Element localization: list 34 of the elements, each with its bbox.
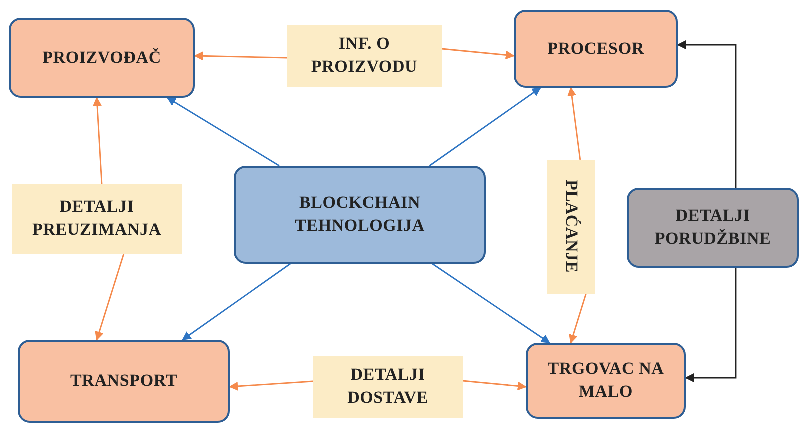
box-label: BLOCKCHAIN TEHNOLOGIJA (294, 192, 426, 237)
box-label: PROIZVOĐAČ (42, 46, 162, 69)
arrow (95, 254, 125, 341)
arrow (166, 97, 280, 167)
arrow (569, 294, 587, 344)
process-box (18, 340, 230, 423)
arrow (568, 87, 582, 160)
central-box (234, 166, 486, 264)
info-label-box (313, 356, 463, 418)
arrow (462, 380, 527, 391)
order-box (627, 188, 799, 268)
arrow (685, 268, 737, 382)
box-label: INF. O PROIZVODU (310, 33, 419, 78)
arrow (92, 97, 103, 184)
info-label-box (12, 184, 182, 254)
arrow (677, 40, 737, 188)
arrow (429, 87, 542, 167)
box-label: DETALJI PORUDŽBINE (654, 205, 772, 250)
box-label: DETALJI DOSTAVE (346, 364, 430, 409)
box-label: TRANSPORT (70, 370, 178, 392)
process-box (514, 10, 678, 88)
box-label: TRGOVAC NA MALO (546, 358, 666, 403)
arrow (182, 263, 291, 341)
info-label-box (287, 25, 442, 87)
box-label: DETALJI PREUZIMANJA (32, 196, 162, 241)
info-label-box (547, 160, 595, 294)
arrow (194, 52, 288, 61)
process-box (526, 343, 686, 419)
box-label: PLAĆANJE (561, 180, 582, 274)
arrow (229, 380, 314, 391)
process-box (9, 18, 195, 98)
box-label: PROCESOR (548, 38, 644, 60)
arrow (442, 48, 515, 60)
arrow (432, 263, 550, 344)
